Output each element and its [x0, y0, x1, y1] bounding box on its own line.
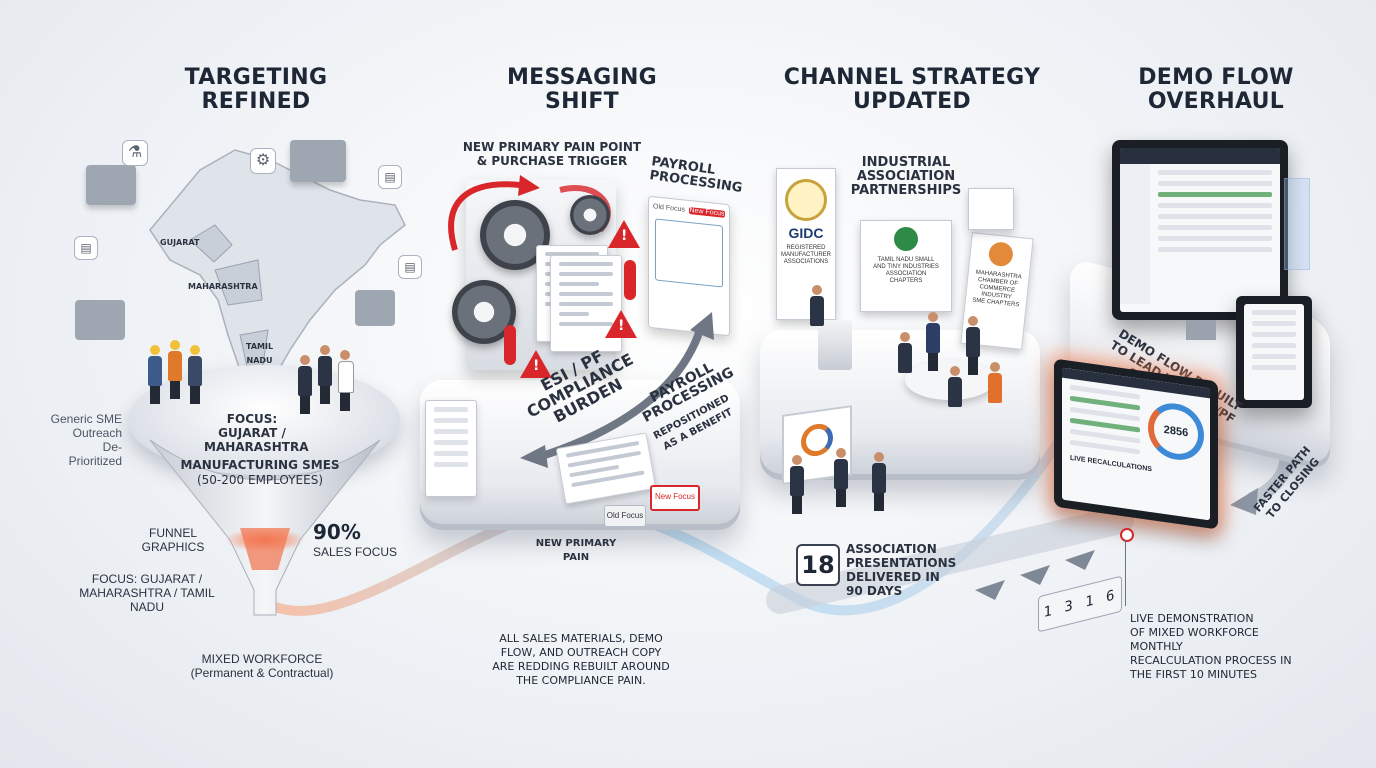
workforce-label: MIXED WORKFORCE [201, 652, 323, 666]
speaker-figure [810, 285, 824, 326]
partnerships-label: INDUSTRIAL ASSOCIATION PARTNERSHIPS [850, 155, 962, 198]
attendee-figure [926, 312, 940, 371]
mh-emblem-icon [987, 241, 1015, 268]
funnel-graphics-label: FUNNEL GRAPHICS [141, 526, 205, 554]
callout-line [1125, 540, 1126, 606]
stage-title-demo: DEMO FLOW OVERHAUL [1138, 65, 1294, 114]
mh-banner-text: MAHARASHTRA CHAMBER OF COMMERCE INDUSTRY… [971, 269, 1022, 309]
attendee-figure [898, 332, 912, 373]
gidc-banner: GIDC REGISTERED MANUFACTURER ASSOCIATION… [776, 168, 836, 320]
stage-title-messaging: MESSAGING SHIFT [506, 65, 658, 114]
new-focus-button[interactable]: New Focus [650, 485, 700, 511]
old-focus-button[interactable]: Old Focus [604, 505, 646, 527]
gear-icon: ⚙ [250, 148, 276, 174]
gauge-value: 2856 [1148, 399, 1204, 464]
flag-icon [968, 188, 1014, 230]
attendee-figure [966, 316, 980, 375]
warning-icon: ! [605, 310, 637, 338]
desktop-monitor [1112, 140, 1288, 320]
manager-figure [298, 355, 312, 414]
focus-regions-label: FOCUS: GUJARAT / MAHARASHTRA [204, 412, 309, 454]
deprioritized-note: Generic SME Outreach De-Prioritized [50, 412, 122, 468]
gidc-sub: REGISTERED MANUFACTURER ASSOCIATIONS [780, 245, 831, 265]
handshake-figure [834, 448, 848, 507]
factory-small-icon: ▤ [398, 255, 422, 279]
live-demo-monitor: 2856 LIVE RECALCULATIONS [1054, 358, 1218, 530]
new-primary-pain-label: NEW PRIMARY PAIN [535, 538, 617, 563]
gear-icon [570, 195, 610, 235]
attendee-figure [988, 362, 1002, 403]
map-label-tamil-nadu: TAMIL NADU [246, 342, 274, 365]
focus-all-regions-label: FOCUS: GUJARAT / MAHARASHTRA / TAMIL NAD… [79, 572, 215, 614]
factory-icon [355, 290, 395, 326]
pie-chart-icon [801, 421, 833, 459]
live-demo-note: LIVE DEMONSTRATION OF MIXED WORKFORCE MO… [1130, 612, 1292, 681]
tablet-device [1236, 296, 1312, 408]
manager-figure [338, 350, 354, 411]
factory-small-icon: ▤ [74, 236, 98, 260]
map-label-maharashtra: MAHARASHTRA [188, 282, 258, 291]
warning-icon: ! [608, 220, 640, 248]
sales-focus-percent: 90% [313, 520, 361, 544]
segment-size-label: (50-200 EMPLOYEES) [196, 473, 323, 487]
gidc-seal-icon [785, 179, 827, 221]
side-list-panel [425, 400, 477, 497]
monitor-stand [1186, 320, 1216, 340]
materials-note: ALL SALES MATERIALS, DEMO FLOW, AND OUTR… [492, 632, 670, 687]
tn-emblem-icon [894, 227, 918, 251]
live-demo-screen: 2856 LIVE RECALCULATIONS [1062, 367, 1210, 521]
map-label-gujarat: GUJARAT [160, 238, 200, 247]
worker-figure [188, 345, 202, 404]
sales-focus-label: SALES FOCUS [313, 545, 398, 559]
manager-figure [318, 345, 332, 404]
flask-icon: ⚗ [122, 140, 148, 166]
attendee-figure [948, 366, 962, 407]
handshake-figure [872, 452, 886, 511]
stage-title-targeting: TARGETING REFINED [184, 65, 328, 114]
gidc-title: GIDC [788, 225, 824, 241]
presentations-label: ASSOCIATION PRESENTATIONS DELIVERED IN 9… [846, 542, 957, 598]
new-pain-label: NEW PRIMARY PAIN POINT & PURCHASE TRIGGE… [462, 140, 642, 168]
tamil-nadu-banner: TAMIL NADU SMALL AND TINY INDUSTRIES ASS… [860, 220, 952, 312]
glass-panel [1284, 178, 1310, 270]
callout-dot [1120, 528, 1134, 542]
worker-figure [168, 340, 182, 399]
worker-figure [148, 345, 162, 404]
segment-label: MANUFACTURING SMEs [180, 458, 340, 472]
alert-cylinder [624, 260, 636, 300]
tn-banner-text: TAMIL NADU SMALL AND TINY INDUSTRIES ASS… [873, 257, 939, 284]
presenter-figure [790, 455, 804, 514]
factory-icon [290, 140, 346, 182]
factory-small-icon: ▤ [378, 165, 402, 189]
presentations-count: 18 [796, 544, 840, 586]
factory-icon [86, 165, 136, 205]
factory-icon [75, 300, 125, 340]
workforce-sub-label: (Permanent & Contractual) [190, 666, 334, 680]
podium [818, 320, 852, 370]
alert-cylinder [504, 325, 516, 365]
warning-icon: ! [520, 350, 552, 378]
stage-title-channel: CHANNEL STRATEGY UPDATED [783, 65, 1041, 114]
monitor-screen [1120, 148, 1280, 312]
